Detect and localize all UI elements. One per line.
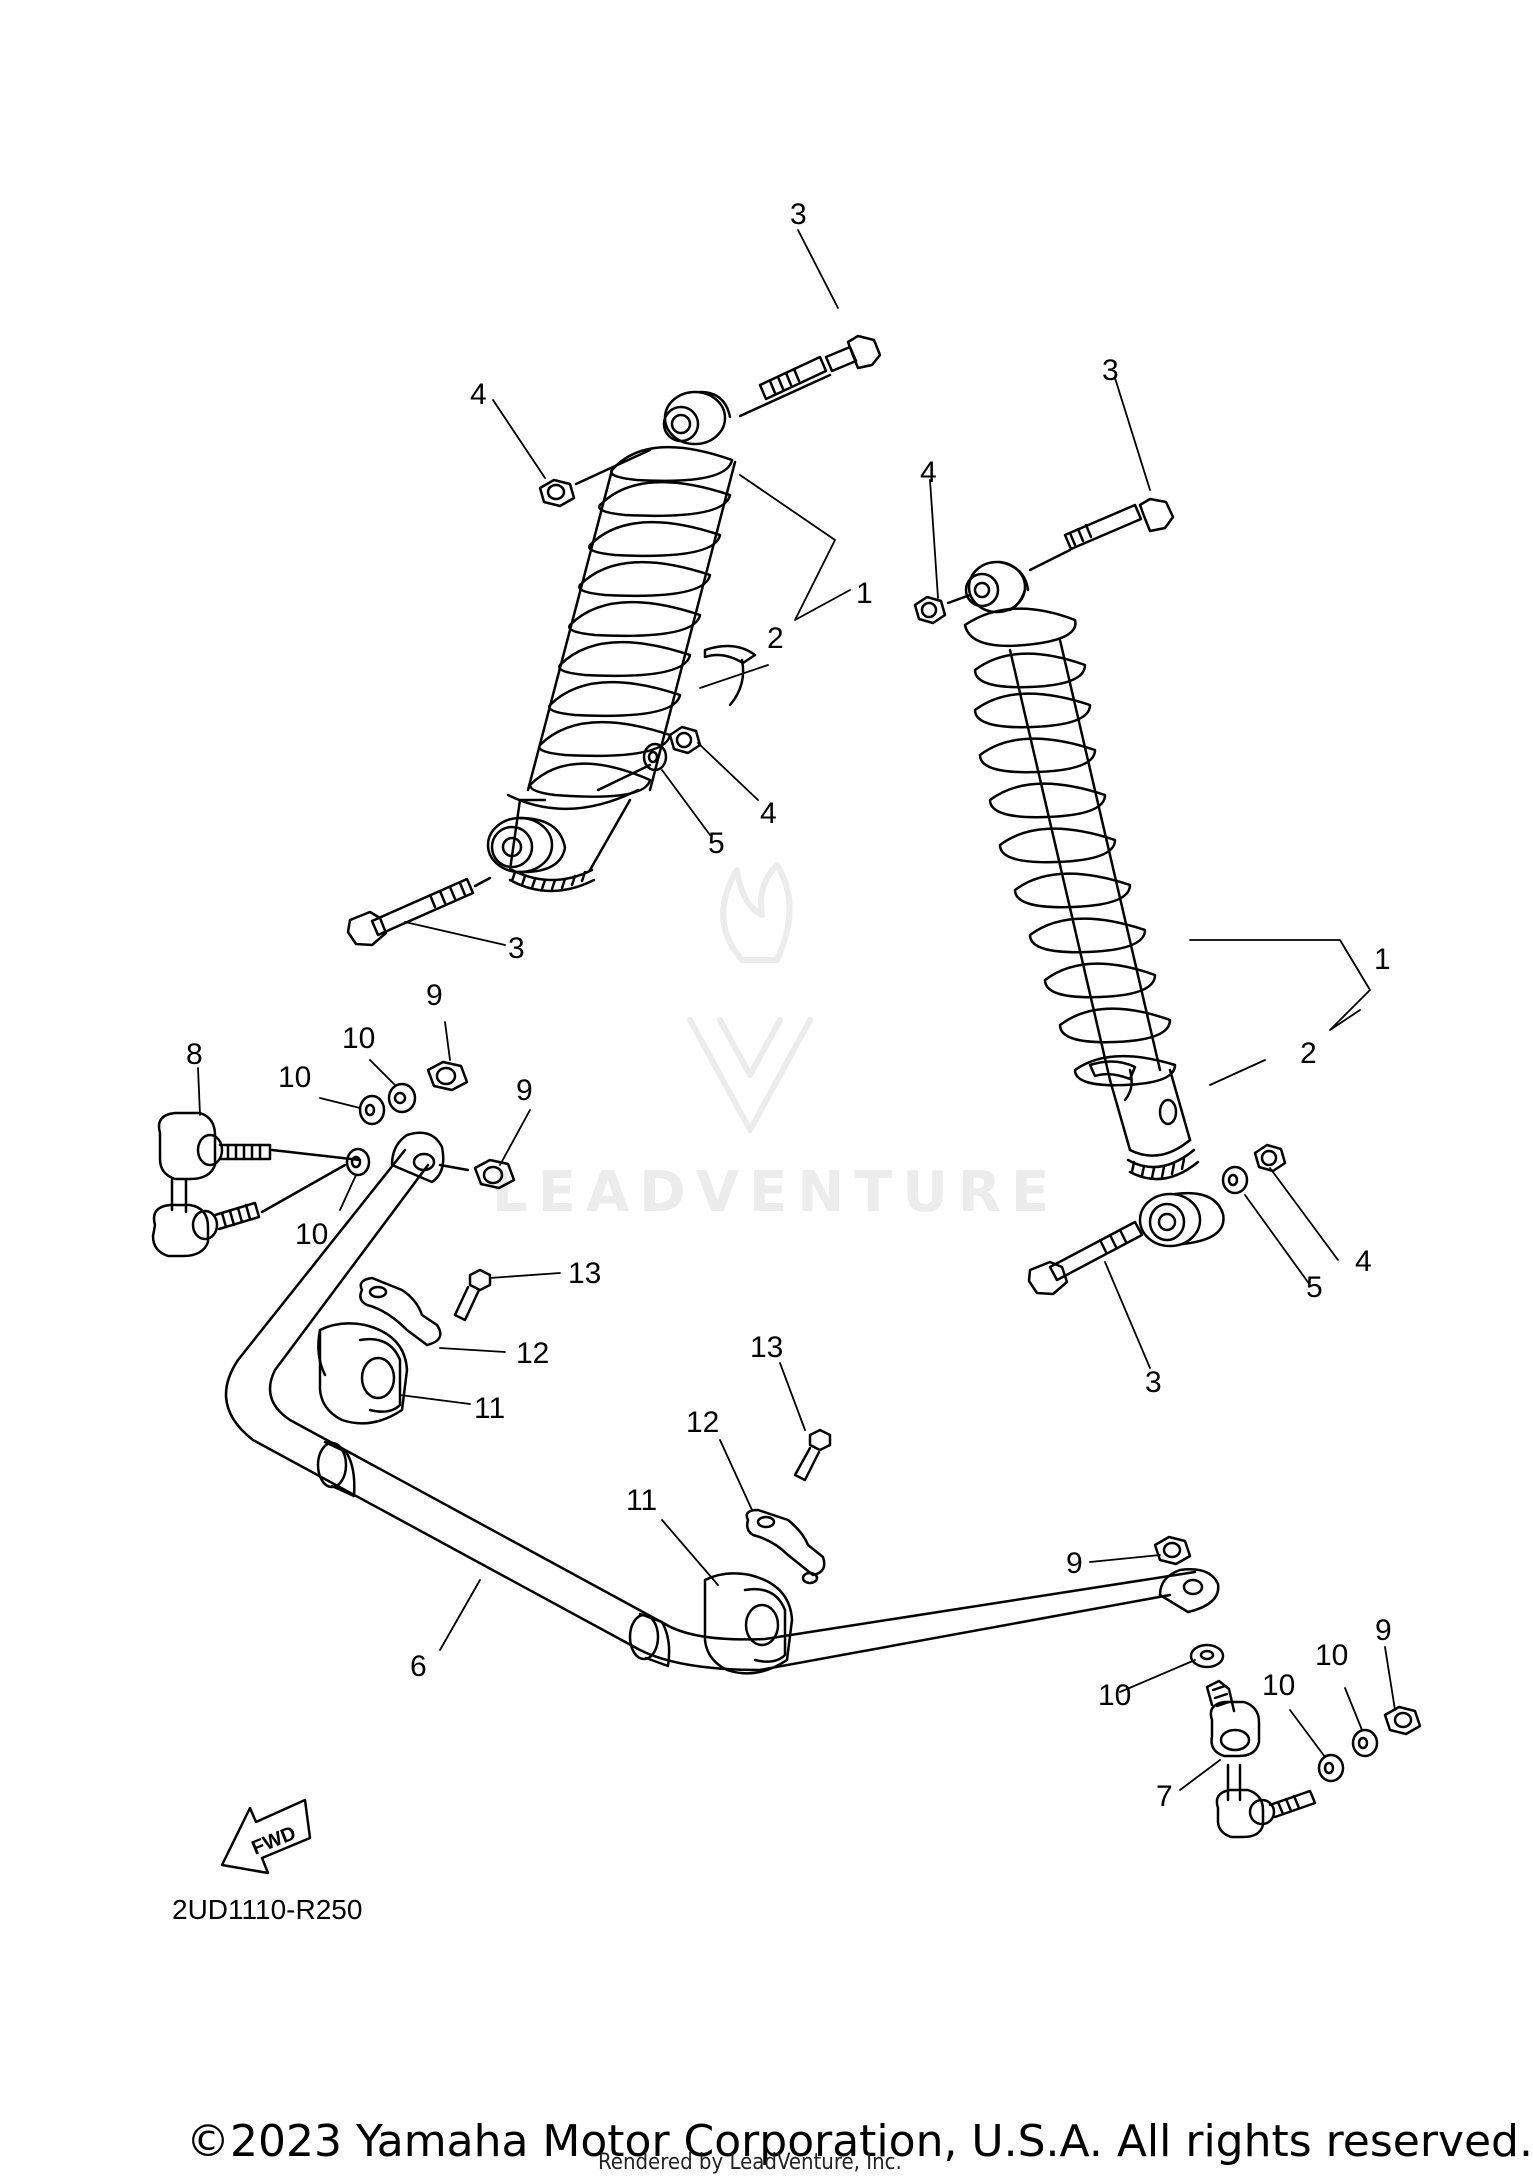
callout-11: 11: [474, 1392, 505, 1425]
bushing-center: [703, 1572, 794, 1675]
stabilizer-bar: [224, 1131, 1220, 1672]
nut-9-right-upper: [1153, 1535, 1192, 1566]
bolt-upper-right: [1028, 497, 1175, 572]
axis-line: [596, 763, 652, 792]
nut-9-right-lower: [1383, 1705, 1422, 1736]
washer-10-d-hole: [1199, 1649, 1215, 1661]
callout-10: 10: [1315, 1639, 1348, 1672]
callout-10: 10: [1098, 1679, 1131, 1712]
stabilizer-link-right: [1205, 1679, 1317, 1839]
washer-10-b: [387, 1082, 417, 1114]
washer-10-b-hole: [393, 1091, 407, 1105]
callout-9: 9: [1066, 1547, 1083, 1580]
parts-diagram-page: LEADVENTURE: [151, 198, 1533, 2175]
fwd-arrow-icon: FWD: [220, 1798, 312, 1875]
nut-9-lower-left: [473, 1158, 516, 1190]
bolt-lower-right: [1027, 1220, 1144, 1296]
callout-12: 12: [516, 1337, 549, 1370]
left-shock-absorber: [486, 390, 737, 893]
washer-10-c: [345, 1147, 371, 1177]
right-shock-spring: [973, 652, 1177, 1087]
callout-11: 11: [626, 1484, 657, 1517]
callout-8: 8: [186, 1038, 203, 1071]
callout-5: 5: [708, 827, 725, 860]
callout-4: 4: [760, 797, 777, 830]
callout-9: 9: [516, 1074, 533, 1107]
callout-3: 3: [1102, 354, 1119, 387]
callout-3: 3: [508, 932, 525, 965]
callout-2: 2: [767, 622, 784, 655]
bracket-left: [359, 1276, 442, 1347]
bracket-center: [745, 1508, 826, 1585]
assembly-lines-left: [260, 1148, 470, 1214]
callout-9: 9: [426, 979, 443, 1012]
watermark-text: LEADVENTURE: [492, 1160, 1060, 1225]
stabilizer-link-left: [151, 1111, 272, 1258]
callout-4: 4: [920, 456, 937, 489]
callout-numbers: 3 4 1 2 4 5 3 3 4 1 2 4 5 3 9 10 10 8 9 …: [186, 198, 1392, 1813]
callout-3: 3: [790, 198, 807, 231]
bolt-lower-left: [346, 876, 492, 947]
rendered-by-notice: Rendered by LeadVenture, Inc.: [598, 2150, 902, 2175]
washer-10-f-hole: [1357, 1736, 1369, 1750]
callout-1: 1: [1374, 943, 1391, 976]
callout-5: 5: [1306, 1271, 1323, 1304]
washer-10-f: [1351, 1728, 1379, 1758]
washer-10-c-hole: [350, 1155, 362, 1169]
nut-upper-left: [538, 448, 652, 508]
callout-10: 10: [278, 1061, 311, 1094]
washer-10-e: [1317, 1753, 1345, 1783]
callout-2: 2: [1300, 1037, 1317, 1070]
copyright-notice: ©2023 Yamaha Motor Corporation, U.S.A. A…: [186, 2116, 1533, 2167]
bolt-13-left: [453, 1268, 492, 1322]
washer-10-a-hole: [364, 1103, 376, 1117]
diagram-reference-code: 2UD1110-R250: [172, 1894, 363, 1925]
callout-10: 10: [295, 1218, 328, 1251]
washer-lower-right: [1221, 1165, 1249, 1195]
callout-9: 9: [1375, 1614, 1392, 1647]
callout-7: 7: [1156, 1780, 1173, 1813]
nut-lower-left: [668, 725, 702, 755]
callout-4: 4: [1355, 1245, 1372, 1278]
spring-seat-left: [703, 644, 757, 707]
callout-1: 1: [856, 577, 873, 610]
spring-seat-right: [1088, 1060, 1137, 1102]
callout-6: 6: [410, 1650, 427, 1683]
washer-10-e-hole: [1323, 1761, 1335, 1775]
leader-lines: [197, 229, 1396, 1791]
washer-10-a: [358, 1094, 386, 1126]
right-shock-absorber: [963, 560, 1225, 1248]
washer-10-d: [1189, 1643, 1225, 1669]
callout-13: 13: [568, 1257, 601, 1290]
callout-10: 10: [1262, 1669, 1295, 1702]
callout-13: 13: [750, 1331, 783, 1364]
rear-suspension-diagram: FWD: [151, 198, 1422, 1875]
nut-upper-right: [913, 593, 972, 625]
washer-lower-left: [642, 742, 668, 772]
bolt-13-center: [793, 1428, 832, 1482]
callout-3: 3: [1145, 1366, 1162, 1399]
callout-12: 12: [686, 1406, 719, 1439]
nut-lower-right: [1253, 1143, 1287, 1173]
callout-10: 10: [342, 1022, 375, 1055]
watermark-logo: [687, 862, 813, 1133]
bushing-left: [317, 1322, 409, 1425]
bolt-upper-left: [738, 334, 882, 418]
callout-4: 4: [470, 378, 487, 411]
nut-9-upper-left: [426, 1060, 469, 1092]
